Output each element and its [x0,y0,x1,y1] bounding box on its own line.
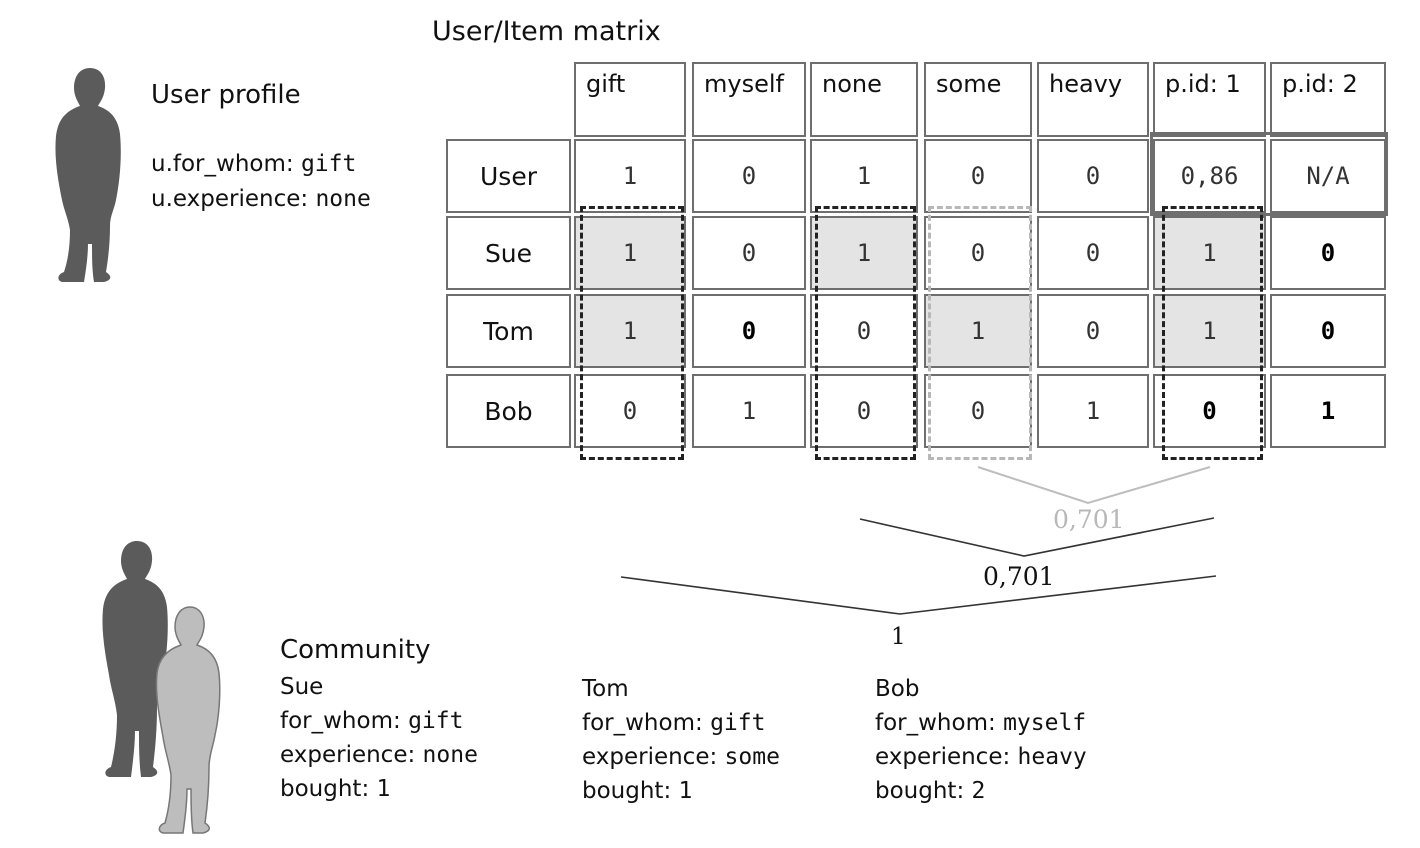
column-header-5: p.id: 1 [1153,62,1266,137]
row-header-1: Sue [446,216,571,290]
gift-column-group [580,206,684,460]
community-member-tom: Tom for_whom: gift experience: some boug… [582,672,780,808]
matrix-cell: 0 [574,374,686,448]
matrix-cell: 0 [1037,216,1149,290]
matrix-cell: 0 [924,374,1032,448]
member-for-whom: for_whom: gift [582,710,766,736]
matrix-cell: 0 [924,139,1032,213]
member-name: Tom [582,676,629,702]
some-column-group [928,206,1032,460]
matrix-cell: 1 [574,139,686,213]
matrix-cell: 0 [692,139,806,213]
mid-sim-line [859,517,1215,557]
matrix-cell: 1 [574,216,686,290]
user-profile-experience: u.experience: none [151,182,371,216]
member-experience: experience: heavy [875,744,1087,770]
member-name: Bob [875,676,920,702]
member-bought: bought: 1 [582,778,693,804]
community-silhouettes-icon [102,541,221,834]
column-header-4: heavy [1037,62,1149,137]
member-bought: bought: 1 [280,776,391,802]
column-header-1: myself [692,62,806,137]
matrix-cell: 0 [1270,294,1386,368]
matrix-cell: 0 [810,294,918,368]
matrix-cell: 0,86 [1153,139,1266,213]
bottom-sim-line [620,575,1217,615]
matrix-cell: 0 [1037,294,1149,368]
member-experience: experience: some [582,744,780,770]
matrix-title: User/Item matrix [432,16,661,47]
row-header-0: User [446,139,571,213]
matrix-cell: 1 [810,139,918,213]
row-header-3: Bob [446,374,571,448]
matrix-cell: 1 [574,294,686,368]
matrix-cell: 1 [692,374,806,448]
for-whom-value: gift [300,151,357,177]
community-member-sue: Sue for_whom: gift experience: none boug… [280,670,478,806]
community-title: Community [280,635,431,665]
matrix-cell: 0 [924,216,1032,290]
pid1-column-group [1162,206,1263,460]
similarity-bottom-value: 1 [891,624,906,650]
member-experience: experience: none [280,742,478,768]
column-header-0: gift [574,62,686,137]
matrix-cell: 1 [810,216,918,290]
matrix-cell: 1 [1153,216,1266,290]
column-header-2: none [810,62,918,137]
experience-value: none [315,186,371,212]
member-bought: bought: 2 [875,778,986,804]
column-header-3: some [924,62,1032,137]
matrix-cell: 1 [1037,374,1149,448]
matrix-cell: 0 [1270,216,1386,290]
member-for-whom: for_whom: gift [280,708,464,734]
member-for-whom: for_whom: myself [875,710,1087,736]
matrix-cell: 0 [692,294,806,368]
matrix-cell: 1 [1270,374,1386,448]
user-profile-title: User profile [151,80,301,110]
experience-key: u.experience: [151,186,309,212]
user-prediction-frame [1150,132,1388,216]
row-header-2: Tom [446,294,571,368]
light-sim-line [977,466,1211,505]
matrix-cell: 1 [1153,294,1266,368]
community-member-bob: Bob for_whom: myself experience: heavy b… [875,672,1087,808]
matrix-cell: 0 [810,374,918,448]
member-name: Sue [280,674,324,700]
similarity-light-value: 0,701 [1053,505,1125,534]
matrix-cell: 0 [1153,374,1266,448]
for-whom-key: u.for_whom: [151,151,294,177]
user-profile-for-whom: u.for_whom: gift [151,147,356,181]
similarity-mid-value: 0,701 [983,562,1055,591]
none-column-group [815,206,916,460]
column-header-6: p.id: 2 [1270,62,1386,137]
person-silhouette-icon [55,68,121,282]
matrix-cell: 0 [692,216,806,290]
matrix-cell: 0 [1037,139,1149,213]
